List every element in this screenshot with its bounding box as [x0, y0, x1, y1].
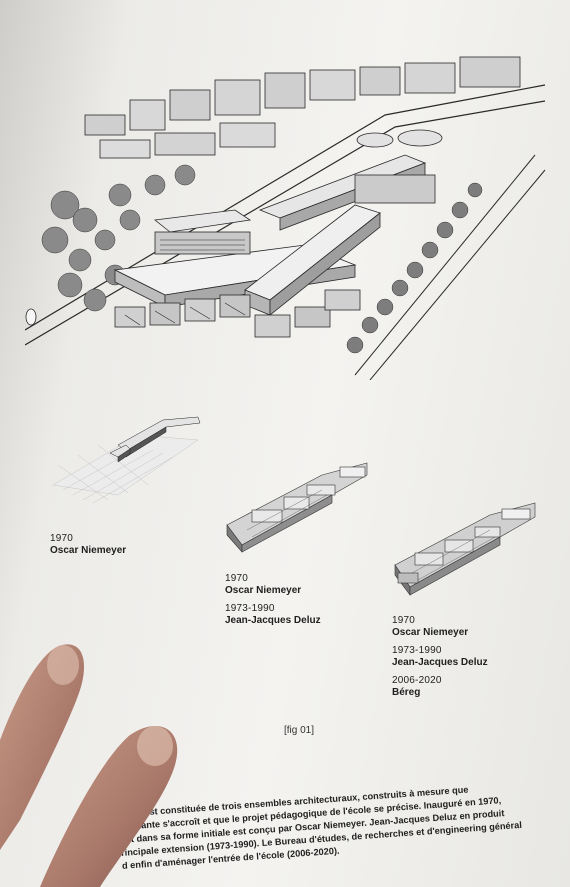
stage-1-caption: 1970 Oscar Niemeyer: [50, 533, 126, 557]
stage-1970-sketch: [52, 416, 201, 504]
stage-2-name-2: Jean-Jacques Deluz: [225, 615, 321, 626]
stage-3-name-1: Oscar Niemeyer: [392, 627, 469, 638]
hand-fingers: [0, 644, 178, 887]
stage-3-name-2: Jean-Jacques Deluz: [392, 657, 488, 668]
stage-1990-sketch: [226, 462, 368, 553]
stage-2-year-2: 1973-1990: [225, 603, 275, 614]
stage-1-name-1: Oscar Niemeyer: [50, 545, 127, 556]
stage-2-year-1: 1970: [225, 573, 249, 584]
stage-3-year-2: 1973-1990: [392, 645, 442, 656]
stage-3-name-3: Béreg: [392, 687, 421, 698]
stage-3-caption: 1970 Oscar Niemeyer 1973-1990 Jean-Jacqu…: [392, 615, 488, 699]
stage-3-year-3: 2006-2020: [392, 675, 442, 686]
stage-1-year-1: 1970: [50, 533, 74, 544]
stage-2020-sketch: [394, 502, 536, 596]
stage-3-year-1: 1970: [392, 615, 416, 626]
stage-2-caption: 1970 Oscar Niemeyer 1973-1990 Jean-Jacqu…: [225, 573, 321, 627]
figure-label: [fig 01]: [284, 725, 315, 736]
stage-2-name-1: Oscar Niemeyer: [225, 585, 302, 596]
aerial-campus-sketch: [25, 56, 546, 380]
sketch-campus-buildings: [113, 129, 443, 338]
sketch-city-blocks: [84, 56, 521, 159]
